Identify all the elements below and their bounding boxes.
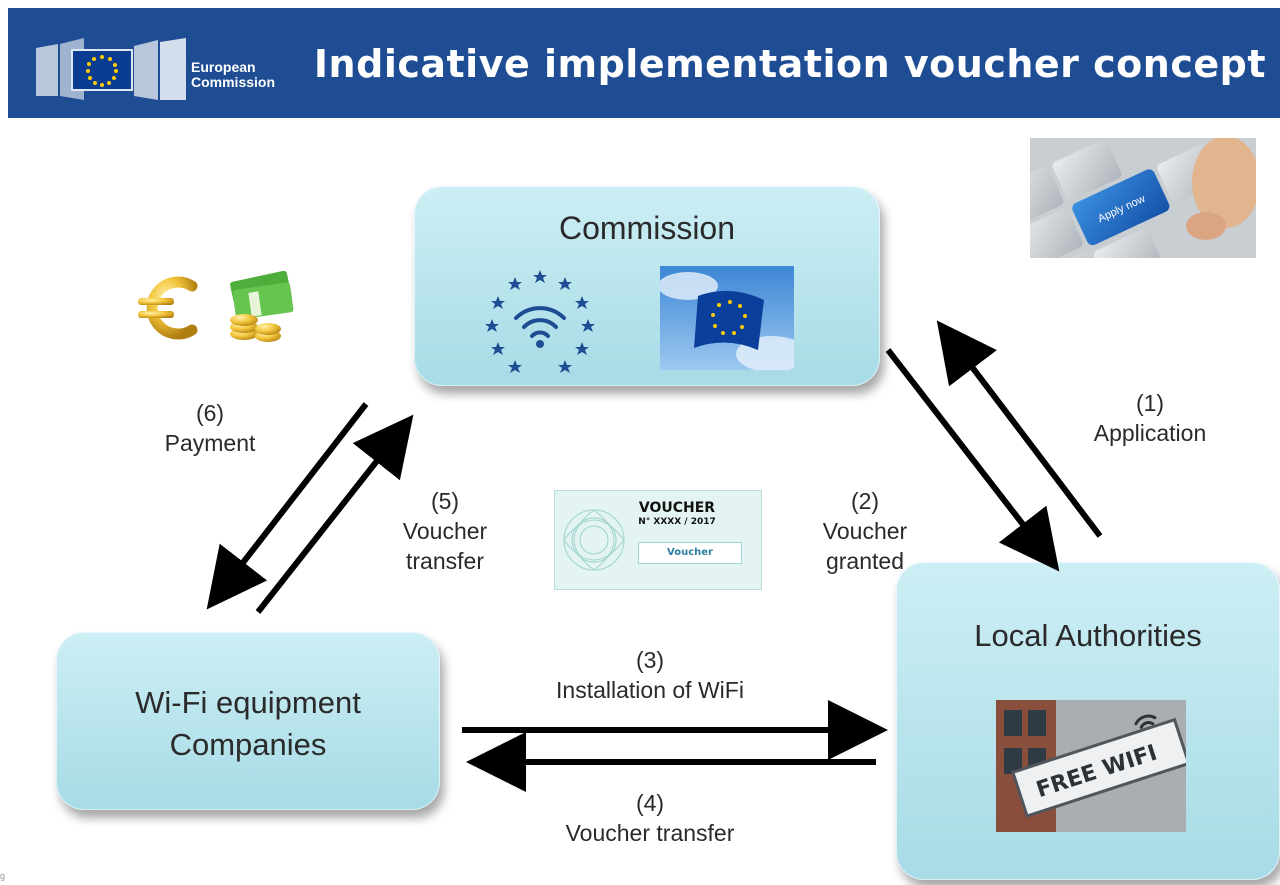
step-4-label: (4) Voucher transfer [520,788,780,848]
logo-wordmark: European Commission [191,60,275,90]
commission-label: Commission [558,210,736,246]
header-banner: European Commission Indicative implement… [8,8,1280,118]
local-authorities-node: Local Authorities FREE WIFI [896,562,1280,880]
wifi-equipment-companies-node: Wi-Fi equipment Companies [56,632,440,810]
step-6-text: Payment [164,430,256,456]
step-1-label: (1) Application [1060,388,1240,448]
free-wifi-sign-image: FREE WIFI [996,700,1186,832]
step-3-label: (3) Installation of WiFi [520,645,780,705]
step-3-number: (3) [635,647,665,673]
wifi-stars-icon [480,266,600,376]
step-6-number: (6) [195,400,225,426]
wifi-companies-label: Wi-Fi equipment Companies [56,682,440,766]
step-2-label: (2) Voucher granted [790,486,940,576]
local-authorities-label: Local Authorities [974,618,1202,653]
cash-icon [230,270,294,342]
logo-line-2: Commission [191,74,276,90]
eu-flag-sky-image [660,266,794,370]
euro-icon [138,270,294,342]
eu-flag-icon [36,38,186,100]
step-1-number: (1) [1135,390,1165,416]
step-2-text-line-2: granted [825,548,904,574]
step-5-text-line-2: transfer [406,548,484,574]
logo-line-1: European [191,59,256,75]
voucher-number: N° XXXX / 2017 [638,517,716,527]
step-1-text: Application [1093,420,1207,446]
voucher-title: VOUCHER [638,500,716,516]
wifi-companies-label-line-2: Companies [169,727,327,762]
european-commission-logo[interactable]: European Commission [36,30,326,110]
step-4-number: (4) [635,790,665,816]
step-5-label: (5) Voucher transfer [370,486,520,576]
page-title: Indicative implementation voucher concep… [313,42,1266,86]
step-4-text: Voucher transfer [565,820,735,846]
commission-node: Commission [414,186,880,386]
step-2-text-line-1: Voucher [822,518,908,544]
step-3-text: Installation of WiFi [556,677,744,703]
step-2-number: (2) [850,488,880,514]
apply-now-keyboard-image: Apply now [1030,138,1256,258]
step-6-label: (6) Payment [120,398,300,458]
payment-money-image [132,268,302,348]
corner-mark: g [0,871,6,881]
wifi-companies-label-line-1: Wi-Fi equipment [135,685,361,720]
step-5-text-line-1: Voucher [402,518,488,544]
step-5-number: (5) [430,488,460,514]
voucher-card-image: VOUCHER N° XXXX / 2017 Voucher [554,490,762,590]
voucher-badge: Voucher [638,542,742,564]
